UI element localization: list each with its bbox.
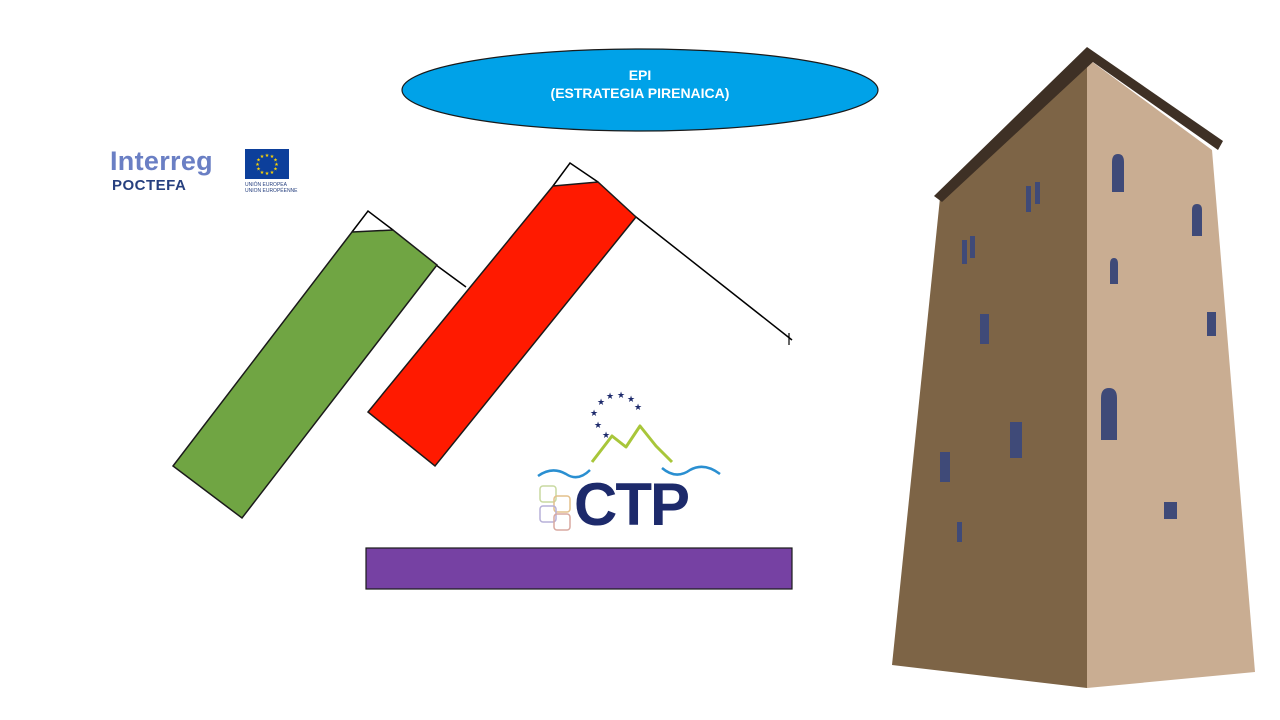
svg-text:★: ★ <box>260 170 265 176</box>
ctp-stars: ★ ★ ★ ★ ★ ★ ★ ★ <box>590 391 642 441</box>
svg-text:★: ★ <box>602 431 610 441</box>
eu-caption-line1: UNIÓN EUROPEA <box>245 182 287 188</box>
roof-outline-long <box>635 216 793 341</box>
svg-text:★: ★ <box>627 395 635 405</box>
interreg-brand: Interreg <box>110 146 213 176</box>
ctp-logo-graphic: ★ ★ ★ ★ ★ ★ ★ ★ <box>537 391 721 531</box>
svg-text:★: ★ <box>594 421 602 431</box>
epi-ellipse <box>401 48 879 132</box>
svg-text:★: ★ <box>634 403 642 413</box>
purple-bar <box>365 547 793 590</box>
roof-outline-mid <box>435 264 467 288</box>
tower-left-face <box>892 58 1087 688</box>
svg-text:★: ★ <box>270 154 275 160</box>
interreg-poctefa-logo: Interreg POCTEFA ★ ★ ★ ★ ★ ★ ★ ★ ★ ★ ★ ★… <box>110 146 300 202</box>
eu-flag-icon: ★ ★ ★ ★ ★ ★ ★ ★ ★ ★ ★ ★ <box>245 149 289 179</box>
svg-text:★: ★ <box>256 158 261 164</box>
ctp-square-1 <box>539 485 557 503</box>
epi-title-line1: EPI <box>628 67 652 83</box>
poctefa-program: POCTEFA <box>112 177 187 194</box>
svg-text:★: ★ <box>260 154 265 160</box>
ctp-logo-text: CTP <box>574 471 690 538</box>
svg-text:★: ★ <box>265 153 270 159</box>
roof-outline-right <box>552 161 599 187</box>
svg-text:★: ★ <box>617 391 625 401</box>
svg-text:★: ★ <box>590 409 598 419</box>
svg-text:★: ★ <box>255 162 260 168</box>
tower-roof-right <box>1087 47 1223 150</box>
ctp-wave-left <box>537 469 591 479</box>
tower-windows <box>940 154 1216 542</box>
svg-text:★: ★ <box>273 158 278 164</box>
eu-caption: UNIÓN EUROPEA UNION EUROPÉENNE <box>245 182 298 194</box>
svg-text:★: ★ <box>273 167 278 173</box>
roof-outline-left <box>351 209 394 233</box>
tower-illustration <box>892 47 1255 688</box>
svg-text:★: ★ <box>256 167 261 173</box>
svg-text:★: ★ <box>265 171 270 177</box>
svg-text:★: ★ <box>270 170 275 176</box>
svg-text:★: ★ <box>274 162 279 168</box>
epi-title-line2: (ESTRATEGIA PIRENAICA) <box>550 85 730 101</box>
tower-right-face <box>1087 58 1255 688</box>
ctp-square-4 <box>553 513 571 531</box>
eu-caption-line2: UNION EUROPÉENNE <box>245 188 298 194</box>
ctp-wave-right <box>661 465 721 476</box>
svg-text:★: ★ <box>597 398 605 408</box>
ctp-square-2 <box>553 495 571 513</box>
red-bar <box>366 181 638 468</box>
ctp-mountain <box>590 424 674 464</box>
tower-roof-left <box>934 47 1095 202</box>
green-bar <box>171 229 439 520</box>
svg-text:★: ★ <box>606 392 614 402</box>
epi-title: EPI (ESTRATEGIA PIRENAICA) <box>402 66 878 102</box>
